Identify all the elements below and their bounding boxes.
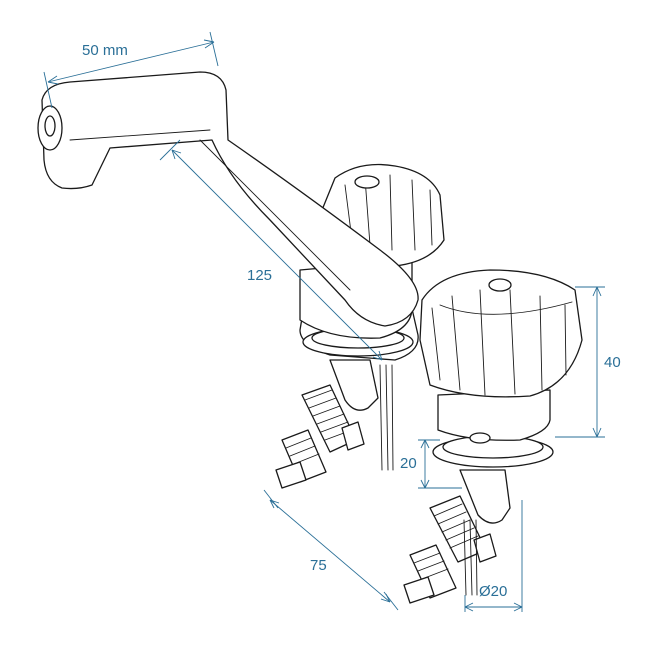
dim-label-thread-length: 20 (400, 455, 417, 472)
dim-spout-width: 50 mm (43, 31, 219, 109)
dim-spout-length: 125 (159, 139, 383, 361)
dimension-lines: 50 mm 125 40 20 (43, 31, 621, 612)
dim-hole-diameter: Ø20 (464, 500, 523, 612)
dim-label-spout-width: 50 mm (82, 42, 128, 59)
spout (37, 71, 419, 327)
dim-label-spout-length: 125 (247, 267, 272, 284)
dim-thread-length: 20 (400, 439, 462, 489)
dim-label-tap-height: 40 (604, 354, 621, 371)
dim-label-hole-diameter: Ø20 (479, 583, 507, 600)
right-valve (403, 269, 583, 604)
dim-tap-height: 40 (555, 286, 621, 438)
dim-label-hose-length: 75 (310, 557, 327, 574)
dim-hose-length: 75 (263, 489, 399, 611)
